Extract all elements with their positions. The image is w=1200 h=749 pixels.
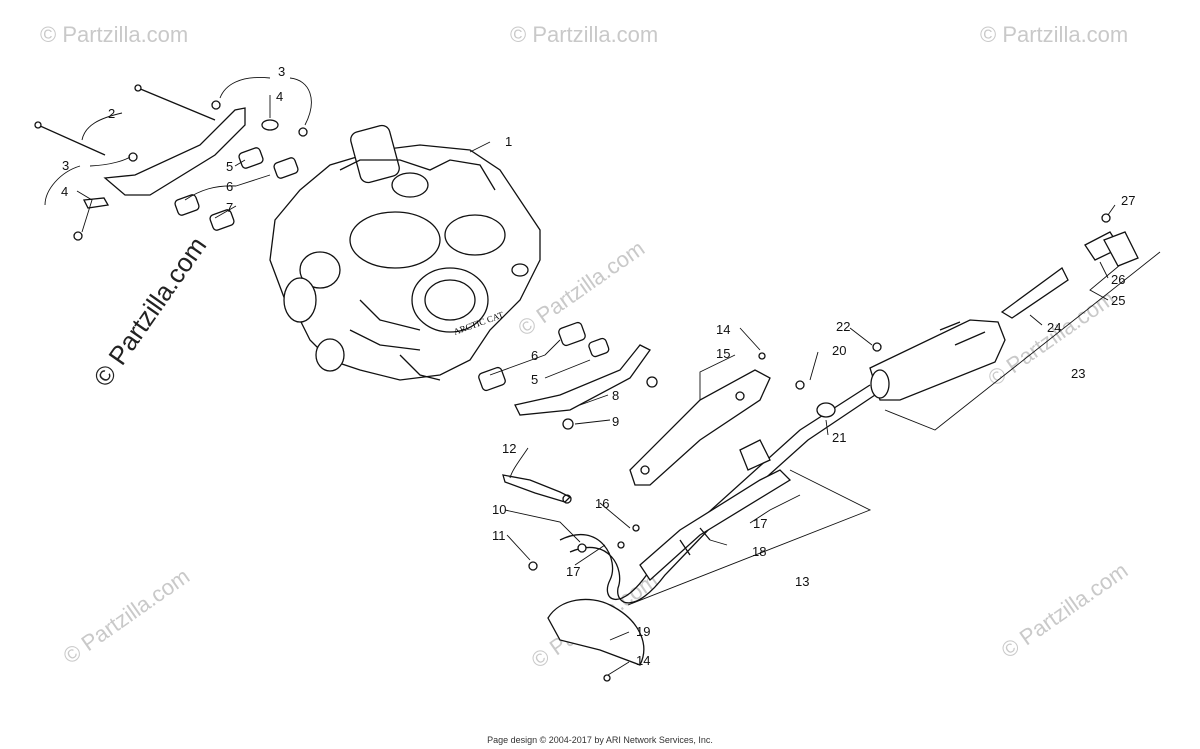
callout-23: 23 bbox=[1071, 366, 1085, 381]
callout-3: 3 bbox=[278, 64, 285, 79]
callout-1: 1 bbox=[505, 134, 512, 149]
callout-17: 17 bbox=[753, 516, 767, 531]
assembly-bracket-lines bbox=[627, 251, 1161, 606]
callout-21: 21 bbox=[832, 430, 846, 445]
watermark: © Partzilla.com bbox=[997, 558, 1133, 664]
callout-10: 10 bbox=[492, 502, 506, 517]
leader-lines bbox=[44, 77, 1121, 676]
callout-5: 5 bbox=[226, 159, 233, 174]
callout-20: 20 bbox=[832, 343, 846, 358]
callout-7: 7 bbox=[226, 200, 233, 215]
callout-27: 27 bbox=[1121, 193, 1135, 208]
callout-25: 25 bbox=[1111, 293, 1125, 308]
callout-9: 9 bbox=[612, 414, 619, 429]
callout-4: 4 bbox=[61, 184, 68, 199]
callout-14: 14 bbox=[636, 653, 650, 668]
callout-3: 3 bbox=[62, 158, 69, 173]
callout-4: 4 bbox=[276, 89, 283, 104]
callout-8: 8 bbox=[612, 388, 619, 403]
callout-13: 13 bbox=[795, 574, 809, 589]
muffler-assembly bbox=[869, 213, 1139, 401]
watermark: © Partzilla.com bbox=[40, 22, 188, 47]
watermark: © Partzilla.com bbox=[510, 22, 658, 47]
callout-14: 14 bbox=[716, 322, 730, 337]
callout-6: 6 bbox=[531, 348, 538, 363]
callout-15: 15 bbox=[716, 346, 730, 361]
page-footer: Page design © 2004-2017 by ARI Network S… bbox=[487, 735, 713, 745]
rear-mount-hardware bbox=[478, 321, 658, 430]
watermark: © Partzilla.com bbox=[980, 22, 1128, 47]
engine-assembly: ARCTIC CAT bbox=[269, 124, 541, 381]
callout-24: 24 bbox=[1047, 320, 1061, 335]
watermark-large: © Partzilla.com bbox=[87, 231, 212, 392]
callout-17: 17 bbox=[566, 564, 580, 579]
callout-11: 11 bbox=[492, 528, 506, 543]
callout-22: 22 bbox=[836, 319, 850, 334]
callout-16: 16 bbox=[595, 496, 609, 511]
watermark: © Partzilla.com bbox=[58, 563, 194, 669]
callout-26: 26 bbox=[1111, 272, 1125, 287]
callout-18: 18 bbox=[752, 544, 766, 559]
callout-19: 19 bbox=[636, 624, 650, 639]
callout-12: 12 bbox=[502, 441, 516, 456]
callout-5: 5 bbox=[531, 372, 538, 387]
exhaust-pipe-assembly bbox=[502, 352, 876, 682]
callout-2: 2 bbox=[108, 106, 115, 121]
callout-6: 6 bbox=[226, 179, 233, 194]
callout-labels: 1 2 3 3 4 4 5 5 6 6 7 8 9 10 11 12 13 14… bbox=[61, 64, 1135, 668]
front-mount-hardware bbox=[34, 84, 308, 241]
